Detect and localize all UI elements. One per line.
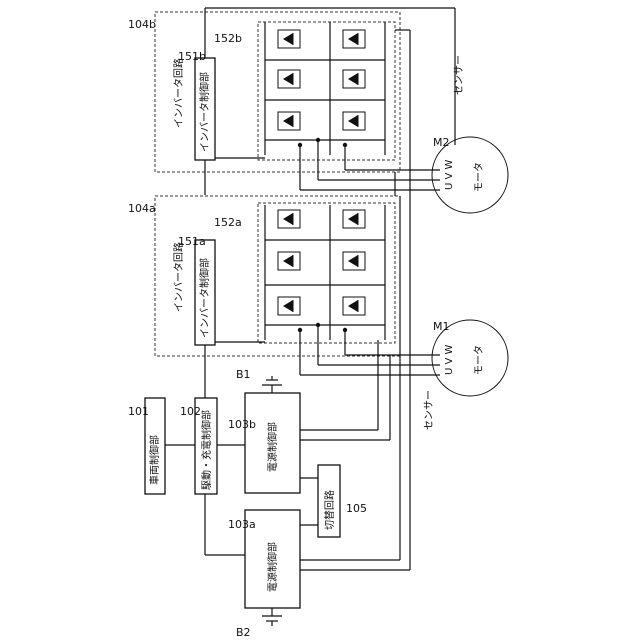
battery-b2-symbol <box>262 608 282 626</box>
drive-charge-control-label: 駆動・充電制御部 <box>200 410 213 490</box>
power-control-a-label: 電源制御部 <box>266 542 279 592</box>
sensor-1-label: センサー <box>423 390 435 430</box>
ref-b1: B1 <box>236 368 251 381</box>
ref-152b: 152b <box>214 32 242 45</box>
switch-bridge-a-outline <box>258 203 395 343</box>
ref-101: 101 <box>128 405 149 418</box>
inverter-circuit-a-label: インバータ回路 <box>172 242 185 312</box>
switching-circuit-label: 切替回路 <box>323 490 336 530</box>
motor-1-label: モータ <box>473 345 485 375</box>
power-control-b-label: 電源制御部 <box>266 422 279 472</box>
ref-105: 105 <box>346 502 367 515</box>
ref-103a: 103a <box>228 518 256 531</box>
switch-bridge-b-outline <box>258 22 395 160</box>
ref-m1: M1 <box>433 320 450 333</box>
switch-element-b4 <box>343 70 365 88</box>
switch-element-b2 <box>343 30 365 48</box>
switch-element-a1 <box>278 210 300 228</box>
ref-104b: 104b <box>128 18 156 31</box>
switch-element-b3 <box>278 70 300 88</box>
inverter-circuit-b-label: インバータ回路 <box>172 58 185 128</box>
ref-152a: 152a <box>214 216 242 229</box>
phase-uvw-2-label: U V W <box>444 159 455 190</box>
inverter-control-a-label: インバータ制御部 <box>198 258 211 338</box>
switch-element-a2 <box>343 210 365 228</box>
phase-uvw-1-label: U V W <box>444 344 455 375</box>
switch-element-b5 <box>278 112 300 130</box>
inverter-control-b-label: インバータ制御部 <box>198 72 211 152</box>
battery-b1-symbol <box>262 376 282 393</box>
motor-2-label: モータ <box>473 162 485 192</box>
ref-104a: 104a <box>128 202 156 215</box>
vehicle-control-label: 車両制御部 <box>148 435 161 485</box>
switch-element-a6 <box>343 297 365 315</box>
switch-element-a3 <box>278 252 300 270</box>
switch-element-a5 <box>278 297 300 315</box>
sensor-2-label: センサー <box>453 55 465 95</box>
switch-element-b6 <box>343 112 365 130</box>
ref-b2: B2 <box>236 626 251 639</box>
ref-103b: 103b <box>228 418 256 431</box>
ref-102: 102 <box>180 405 201 418</box>
switch-element-a4 <box>343 252 365 270</box>
ref-m2: M2 <box>433 136 450 149</box>
switch-element-b1 <box>278 30 300 48</box>
